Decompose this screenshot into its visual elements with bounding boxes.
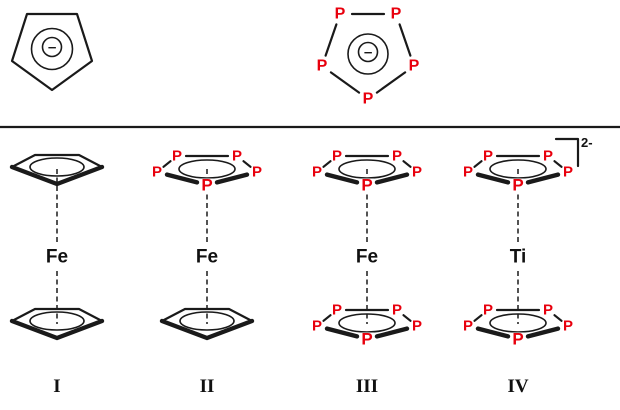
numeral-label: III [356,376,378,397]
top-p5-atoms: P P P P P [312,148,422,195]
p-atom: P [312,164,322,181]
bottom-p5-atoms: P P P P P [463,302,573,349]
p-atom: P [201,176,212,195]
aromatic-circle [30,27,74,71]
p-atom: P [363,91,374,108]
cyclopentadienyl-anion: − [10,12,94,92]
metal-label: Fe [356,247,378,268]
p-atom: P [409,58,420,75]
p-atom: P [312,318,322,335]
p-atom: P [392,302,402,319]
p-atom: P [463,318,473,335]
numeral-label: IV [507,376,528,397]
p-atom: P [412,164,422,181]
p-atom: P [543,302,553,319]
p-atom: P [512,330,523,349]
p-atom: P [332,148,342,165]
minus-sign: − [363,46,373,60]
atom-mask [511,178,525,194]
p-atom: P [483,148,493,165]
top-p5-atoms: P P P P P [152,148,262,195]
bottom-p5-atoms: P P P P P [312,302,422,349]
charge-circle [41,36,63,58]
p-atom: P [172,148,182,165]
complex-II: P P P P P Fe II [152,148,262,398]
charge-label: 2- [581,135,593,150]
charge-bracket [554,137,580,168]
p-atom: P [317,58,328,75]
numeral-label: II [200,376,215,397]
pentagon-ring [10,12,94,92]
p-atom: P [332,302,342,319]
top-p5-atoms: P P P P P [463,148,573,195]
minus-sign: − [47,41,57,55]
complex-I: Fe I [12,155,102,397]
p-atom: P [563,318,573,335]
p-atom: P [412,318,422,335]
p-atom: P [512,176,523,195]
p-atom: P [543,148,553,165]
metal-label: Fe [46,247,68,268]
atom-mask [360,332,374,348]
p-atom: P [335,6,346,23]
aromatic-circle [347,33,389,75]
minus-charge-icon: − [41,36,63,58]
pentaphospholide-anion: − P P P P P [317,6,420,108]
metal-label: Fe [196,247,218,268]
numeral-label: I [53,376,60,397]
atom-mask [360,178,374,194]
p-atom: P [361,330,372,349]
p-atom: P [563,164,573,181]
p-atom: P [252,164,262,181]
atom-mask [200,178,214,194]
p-atom: P [392,148,402,165]
ring-bonds [324,12,412,94]
p-atom: P [361,176,372,195]
atom-mask [511,332,525,348]
complex-III: P P P P P P P P P P Fe III [312,148,422,398]
p-atom: P [483,302,493,319]
metal-label: Ti [510,247,527,268]
p-atom: P [391,6,402,23]
p-atom: P [152,164,162,181]
p-atom: P [463,164,473,181]
complex-IV: P P P P P P P P P P 2- Ti IV [463,135,593,397]
charge-circle [357,41,379,63]
minus-charge-icon: − [357,41,379,63]
ring-atoms: P P P P P [317,6,420,108]
p-atom: P [232,148,242,165]
